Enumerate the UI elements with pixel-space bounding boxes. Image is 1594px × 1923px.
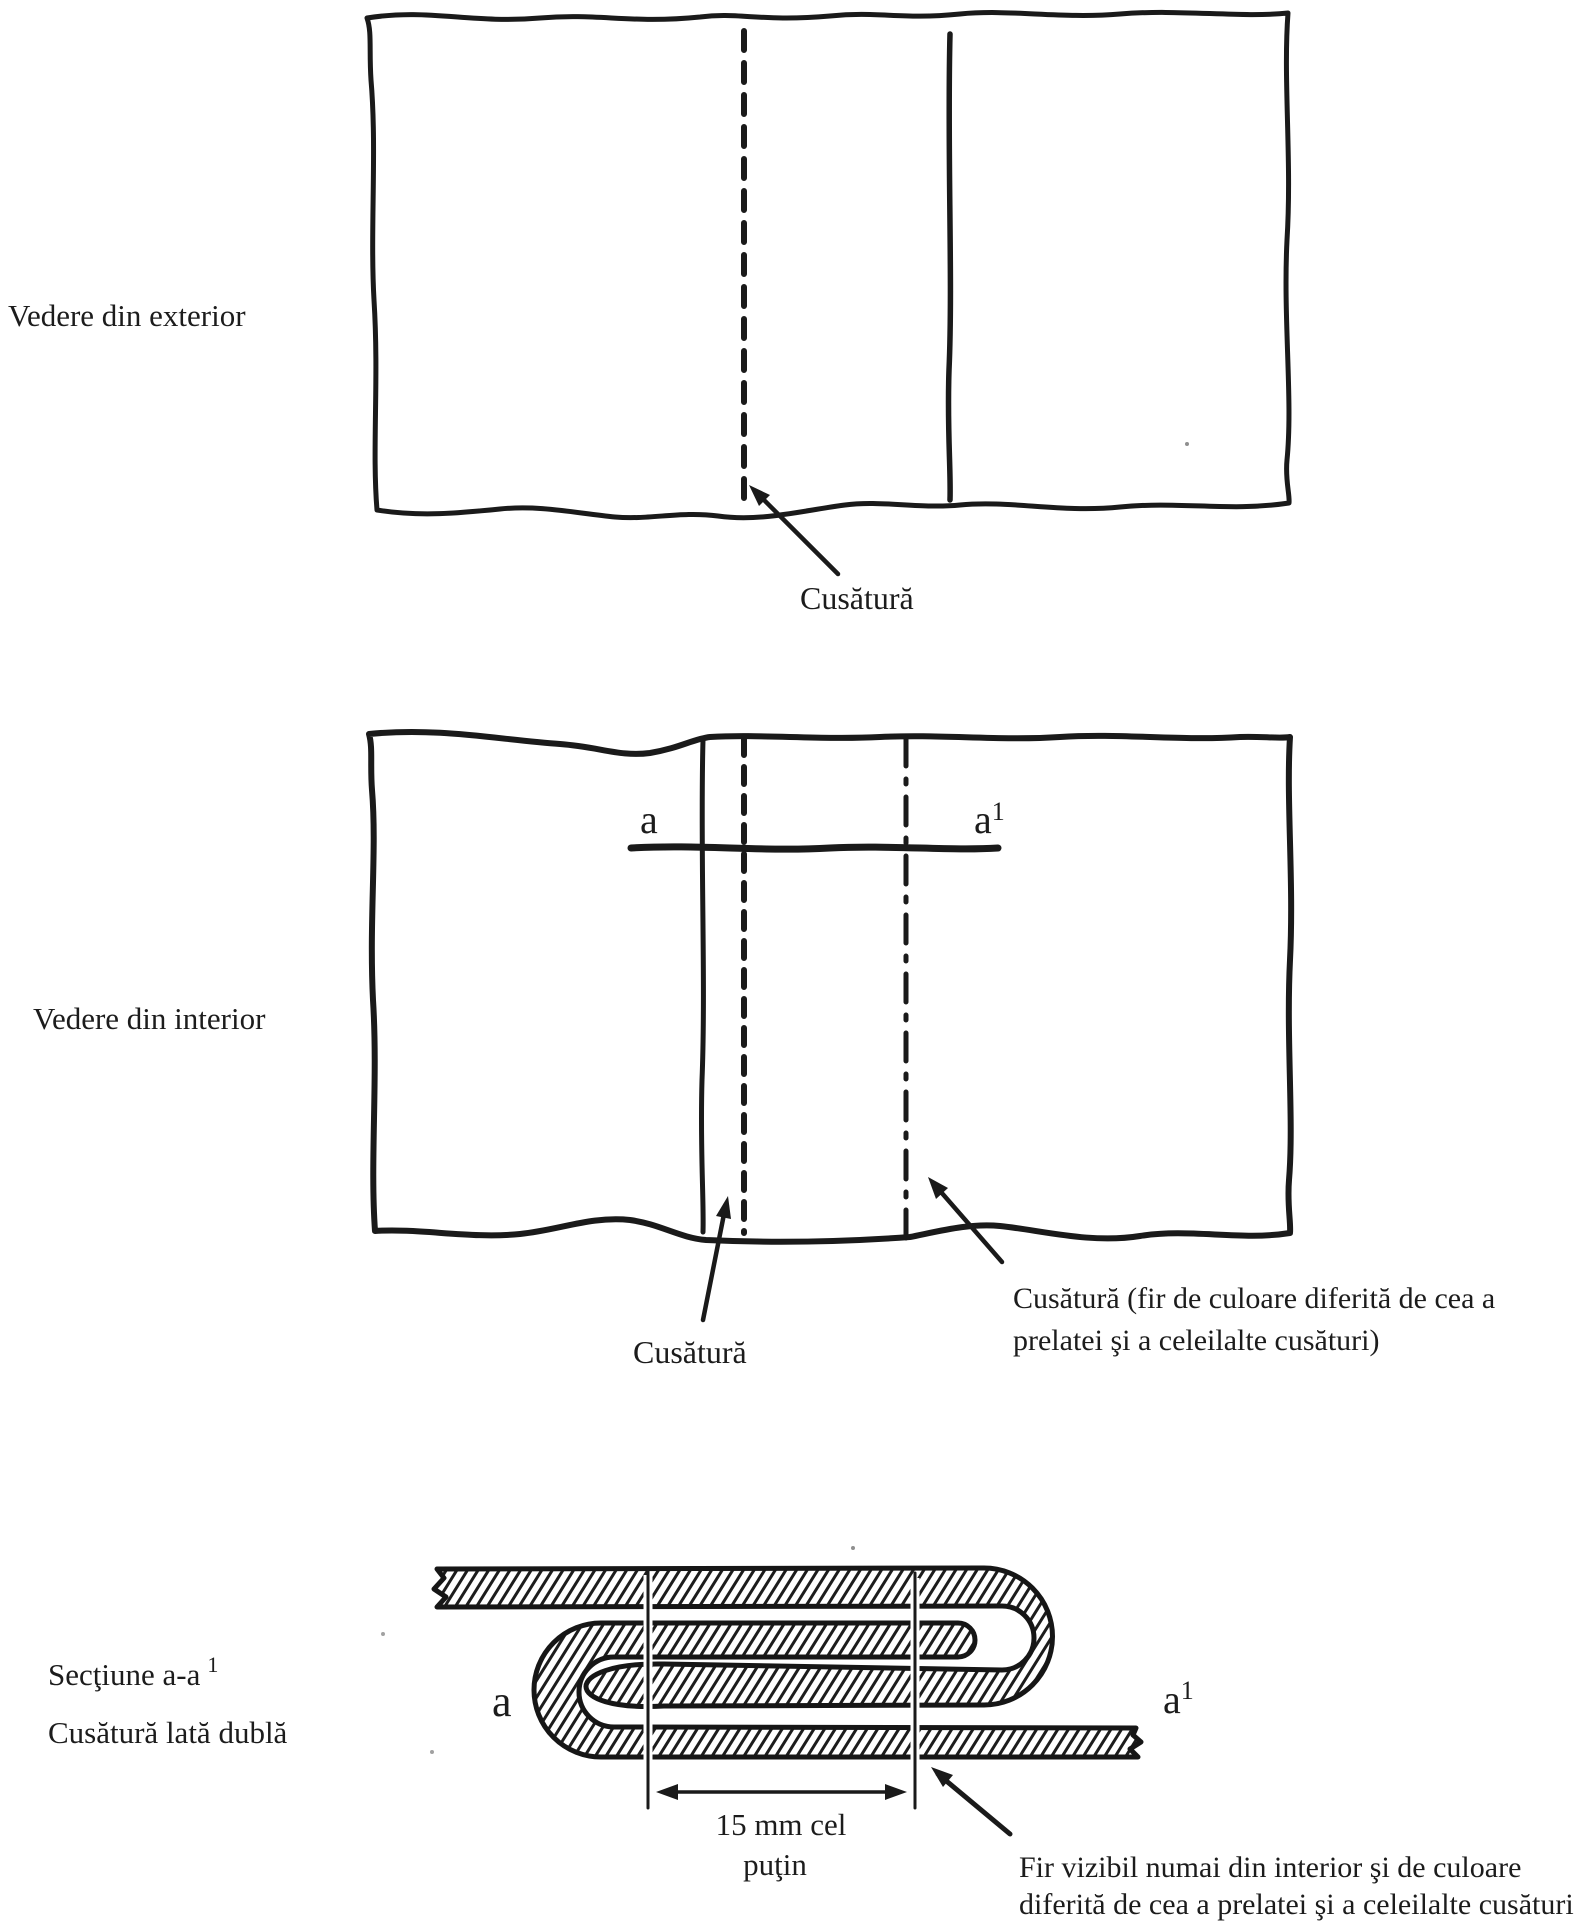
section-marker-a1: a1 [974, 797, 1005, 842]
fabric-piece-top [431, 1565, 1055, 1709]
callout-arrow-shaft [935, 1771, 1013, 1837]
thread-note-line2: diferită de cea a prelatei şi a celeilal… [1019, 1888, 1574, 1921]
paper-speck [851, 1546, 855, 1550]
paper-speck [1185, 442, 1189, 446]
dimension-label-line2: puţin [743, 1847, 807, 1882]
section-title-superscript: 1 [207, 1652, 218, 1677]
paper-speck [381, 1632, 385, 1636]
view-caption: Vedere din exterior [8, 298, 246, 333]
callout-arrow-head [928, 1177, 948, 1199]
fabric-piece-bottom [531, 1620, 1144, 1760]
seam-callout-label: Cusătură [800, 580, 914, 616]
section-cut-line [627, 843, 1002, 853]
callout-arrow-head [716, 1196, 731, 1219]
callout-arrow-shaft [931, 1181, 1005, 1265]
section-marker-a: a [492, 1677, 512, 1726]
dimension-arrow-head-right [885, 1784, 907, 1800]
marker-superscript: 1 [1181, 1676, 1194, 1705]
section-subtitle: Cusătură lată dublă [48, 1715, 288, 1750]
dimension-arrow-head-left [656, 1784, 678, 1800]
callout-arrow-head [931, 1767, 953, 1787]
panel-edge-line [945, 31, 954, 503]
thread-note-line1: Fir vizibil numai din interior şi de cul… [1019, 1851, 1521, 1884]
marker-base: a [1163, 1677, 1181, 1722]
view-caption: Vedere din interior [33, 1001, 266, 1036]
seam-callout-label: Cusătură [633, 1334, 747, 1370]
section-title-base: Secţiune a-a [48, 1657, 201, 1692]
colored-seam-callout-line1: Cusătură (fir de culoare diferită de cea… [1013, 1282, 1495, 1315]
marker-superscript: 1 [992, 797, 1005, 826]
section-marker-a: a [640, 797, 658, 842]
interior-view: Vedere din interior a a1 Cusătură Cusătu… [33, 728, 1495, 1370]
exterior-view: Vedere din exterior Cusătură [8, 9, 1292, 616]
callout-arrow-shaft [753, 489, 841, 577]
colored-seam-callout-line2: prelatei şi a celeilalte cusături) [1013, 1324, 1379, 1357]
paper-speck [430, 1750, 434, 1754]
marker-base: a [974, 797, 992, 842]
dimension-label-line1: 15 mm cel [716, 1807, 847, 1842]
section-marker-a1: a1 [1163, 1676, 1194, 1722]
callout-arrow-shaft [700, 1201, 729, 1323]
tarpaulin-outline [366, 728, 1295, 1245]
panel-edge-line [698, 737, 706, 1235]
callout-arrow-head [749, 485, 770, 506]
tarpaulin-outline [364, 9, 1292, 521]
